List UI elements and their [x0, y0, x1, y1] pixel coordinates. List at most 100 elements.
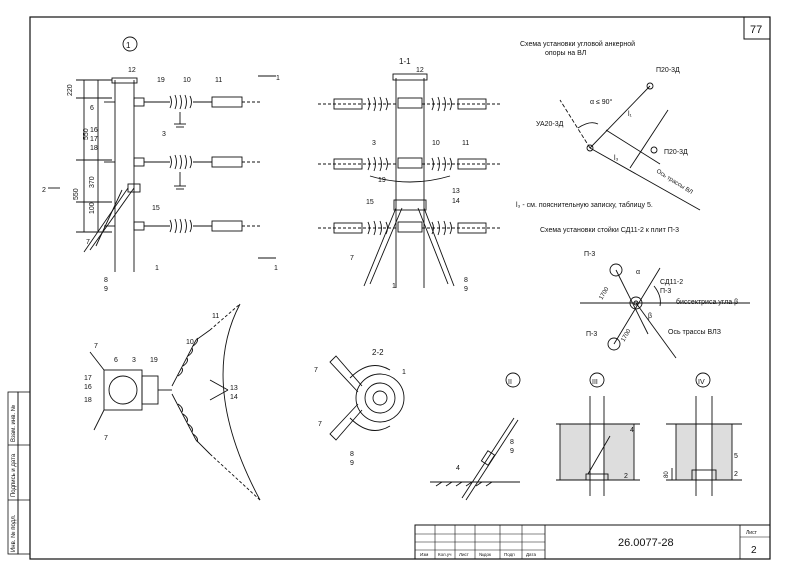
scheme-1-l1: l₁ [628, 111, 633, 118]
detail-3-labels: III 4 2 [592, 379, 634, 480]
callout-4-d2: 4 [456, 465, 460, 472]
page-number: 77 [750, 24, 762, 36]
callout-6-plan: 6 [114, 357, 118, 364]
callout-1-left: 1 [155, 265, 159, 272]
callout-12-left: 12 [128, 67, 136, 74]
callout-8-d2: 8 [510, 439, 514, 446]
callout-15-mid: 15 [366, 199, 374, 206]
section-2-2-title: 2-2 [372, 348, 384, 357]
callout-3-left: 3 [162, 131, 166, 138]
callout-7-plan-top: 7 [94, 343, 98, 350]
view-1-1-elevation [318, 73, 500, 288]
callout-9-left: 9 [104, 286, 108, 293]
section-mark-1-bottom: 1 [274, 265, 278, 272]
view-1-1-labels: 1-1 12 3 10 11 19 13 14 15 7 1 8 9 [350, 57, 469, 293]
detail-2 [430, 372, 521, 501]
callout-9-s22: 9 [350, 460, 354, 467]
callout-10-plan: 10 [186, 339, 194, 346]
scheme-1-title: Схема установки угловой анкерной [520, 40, 635, 48]
dim-550-top: 550 [83, 128, 90, 140]
plan-view [89, 303, 261, 501]
scheme-2 [580, 263, 750, 359]
callout-14-plan: 14 [230, 394, 238, 401]
callout-17-plan: 17 [84, 375, 92, 382]
title-block: Изм Кол.уч Лист №док Подп Дата 26.0077-2… [414, 524, 771, 560]
view-1-elevation [48, 36, 276, 272]
scheme-1 [559, 82, 701, 211]
margin-stamp: Инв. № подл. Подпись и дата Взам. инв. № [7, 391, 31, 555]
dim-370: 370 [89, 176, 96, 188]
stamp-h-podp: Подп [504, 552, 515, 557]
callout-8-s22: 8 [350, 451, 354, 458]
stamp-sign: Подпись и дата [11, 453, 17, 497]
dim-220: 220 [67, 84, 74, 96]
callout-5-d4: 5 [734, 453, 738, 460]
scheme-2-alpha: α [636, 269, 640, 276]
stamp-h-kol: Кол.уч [438, 552, 452, 557]
callout-12-mid: 12 [416, 67, 424, 74]
callout-19-plan: 19 [150, 357, 158, 364]
scheme-2-axis: Ось трассы ВЛЗ [668, 329, 721, 336]
stamp-h-list: Лист [459, 552, 469, 557]
callout-1-s22: 1 [402, 369, 406, 376]
scheme-1-axis: Ось трассы ВЛ [655, 169, 694, 196]
callout-4-d3: 4 [630, 427, 634, 434]
stamp-vzam: Взам. инв. № [10, 405, 17, 442]
callout-9-d2: 9 [510, 448, 514, 455]
scheme-2-bisector: биссектриса угла β [676, 298, 738, 306]
callout-14-mid: 14 [452, 198, 460, 205]
callout-10-mid: 10 [432, 140, 440, 147]
callout-19-mid: 19 [378, 177, 386, 184]
scheme-1-angle: α ≤ 90° [590, 98, 613, 106]
stamp-h-izm: Изм [420, 552, 428, 557]
callout-7-s22-bottom: 7 [318, 421, 322, 428]
callout-7-s22-top: 7 [314, 367, 318, 374]
scheme-1-l3: l₃ [614, 155, 619, 162]
callout-3-mid: 3 [372, 140, 376, 147]
view-1-1-title: 1-1 [399, 57, 411, 66]
detail-3 [556, 372, 640, 496]
callout-2-d3: 2 [624, 473, 628, 480]
callout-15-left: 15 [152, 205, 160, 212]
scheme-2-labels: Схема установки стойки СД11-2 к плит П-3… [540, 226, 738, 343]
callout-19-left: 19 [157, 77, 165, 84]
section-mark-1-top: 1 [276, 75, 280, 82]
callout-16-plan: 16 [84, 384, 92, 391]
dim-550-bottom: 550 [73, 188, 80, 200]
detail-3-title: III [592, 379, 598, 386]
view-1-labels: 1 220 550 370 550 100 12 19 10 11 6 3 16… [42, 41, 280, 293]
callout-7-plan-bottom: 7 [104, 435, 108, 442]
callout-18-left: 18 [90, 145, 98, 152]
dim-80-d4: 80 [664, 471, 670, 478]
callout-1-mid: 1 [392, 283, 396, 290]
callout-8-mid: 8 [464, 277, 468, 284]
section-2-2-labels: 2-2 1 7 7 8 9 [314, 348, 406, 467]
callout-11-plan: 11 [212, 313, 219, 320]
scheme-1-title-2: опоры на ВЛ [545, 50, 587, 57]
callout-17-left: 17 [90, 136, 98, 143]
callout-13-plan: 13 [230, 385, 238, 392]
scheme-2-title: Схема установки стойки СД11-2 к плит П-3 [540, 226, 679, 234]
document-code: 26.0077-28 [618, 537, 674, 549]
sheet-no: 2 [751, 545, 757, 556]
callout-11-mid: 11 [462, 140, 469, 147]
callout-18-plan: 18 [84, 397, 92, 404]
scheme-2-p3-top: П-3 [584, 251, 595, 258]
section-2-2 [329, 355, 405, 441]
callout-7-left: 7 [86, 239, 90, 246]
scheme-2-beta: β [648, 313, 652, 320]
detail-2-title: II [508, 379, 512, 386]
detail-4-title: IV [698, 379, 705, 386]
callout-11-left: 11 [215, 77, 222, 84]
scheme-1-p1: П20-3Д [656, 67, 680, 74]
detail-4-labels: IV 5 2 80 [664, 379, 738, 478]
callout-6-left: 6 [90, 105, 94, 112]
detail-2-labels: II 4 8 9 [456, 379, 514, 472]
sheet-frame [29, 16, 771, 560]
stamp-inv: Инв. № подл. [10, 514, 17, 552]
page-number-box [743, 16, 771, 40]
callout-8-left: 8 [104, 277, 108, 284]
scheme-2-p3-bottom: П-3 [586, 331, 597, 338]
stamp-h-date: Дата [526, 552, 536, 557]
